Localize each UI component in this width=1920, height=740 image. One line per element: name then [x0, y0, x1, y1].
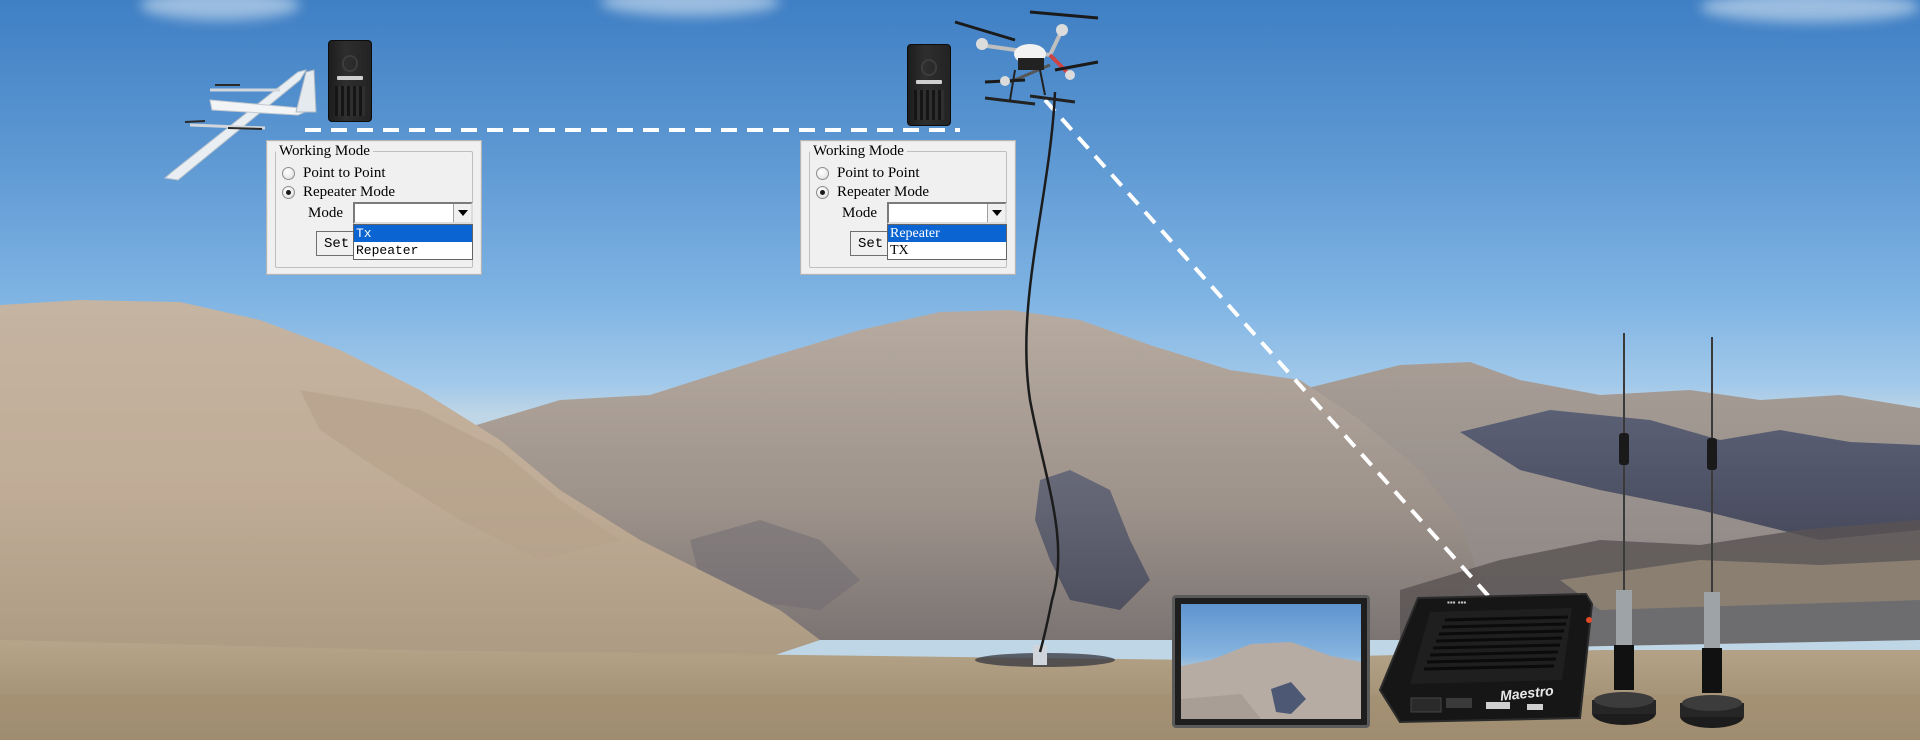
- dropdown-arrow-button[interactable]: [453, 204, 471, 222]
- radio-repeater-mode[interactable]: Repeater Mode: [282, 184, 395, 200]
- video-transmitter-module-icon: [907, 44, 951, 126]
- working-mode-panel-aircraft: Working Mode Point to Point Repeater Mod…: [266, 140, 482, 275]
- dropdown-option-tx[interactable]: TX: [890, 243, 909, 258]
- chevron-down-icon: [457, 210, 468, 216]
- radio-point-to-point[interactable]: Point to Point: [816, 165, 920, 181]
- mode-select[interactable]: [887, 202, 1007, 224]
- cloud: [600, 0, 780, 16]
- radio-checked-icon[interactable]: [282, 185, 295, 199]
- groupbox-title: Working Mode: [276, 143, 373, 159]
- radio-label: Repeater Mode: [303, 184, 396, 200]
- working-mode-groupbox: Working Mode Point to Point Repeater Mod…: [809, 143, 1007, 268]
- radio-label: Repeater Mode: [837, 184, 930, 200]
- working-mode-groupbox: Working Mode Point to Point Repeater Mod…: [275, 143, 473, 268]
- cloud: [1700, 0, 1920, 22]
- dropdown-arrow-button[interactable]: [987, 204, 1005, 222]
- whip-antenna-icon: [1592, 333, 1656, 725]
- dropdown-option-tx[interactable]: Tx: [354, 225, 472, 242]
- dropdown-option-repeater[interactable]: Repeater: [888, 225, 1006, 242]
- radio-repeater-mode[interactable]: Repeater Mode: [816, 184, 929, 200]
- groupbox-title: Working Mode: [810, 143, 907, 159]
- whip-antenna-icon: [1680, 337, 1744, 728]
- dropdown-option-repeater[interactable]: Repeater: [356, 243, 419, 258]
- radio-unchecked-icon[interactable]: [282, 166, 295, 180]
- chevron-down-icon: [991, 210, 1002, 216]
- mode-label: Mode: [842, 205, 877, 221]
- svg-text:▪▪▪ ▪▪▪: ▪▪▪ ▪▪▪: [1447, 598, 1466, 607]
- working-mode-panel-repeater: Working Mode Point to Point Repeater Mod…: [800, 140, 1016, 275]
- radio-label: Point to Point: [837, 165, 920, 181]
- mode-label: Mode: [308, 205, 343, 221]
- mode-dropdown-list: Repeater TX: [887, 224, 1007, 260]
- video-transmitter-module-icon: [328, 40, 372, 122]
- radio-checked-icon[interactable]: [816, 185, 829, 199]
- monitor-screen-preview: [1181, 604, 1361, 719]
- cloud: [140, 0, 300, 20]
- video-monitor-icon: [1172, 595, 1370, 728]
- vtol-fixed-wing-drone-icon: [163, 69, 317, 181]
- radio-unchecked-icon[interactable]: [816, 166, 829, 180]
- mode-dropdown-list: Tx Repeater: [353, 224, 473, 260]
- radio-point-to-point[interactable]: Point to Point: [282, 165, 386, 181]
- maestro-ground-receiver-icon: ▪▪▪ ▪▪▪: [1378, 592, 1594, 724]
- mode-select[interactable]: [353, 202, 473, 224]
- radio-label: Point to Point: [303, 165, 386, 181]
- tethered-quadcopter-icon: [954, 10, 1099, 106]
